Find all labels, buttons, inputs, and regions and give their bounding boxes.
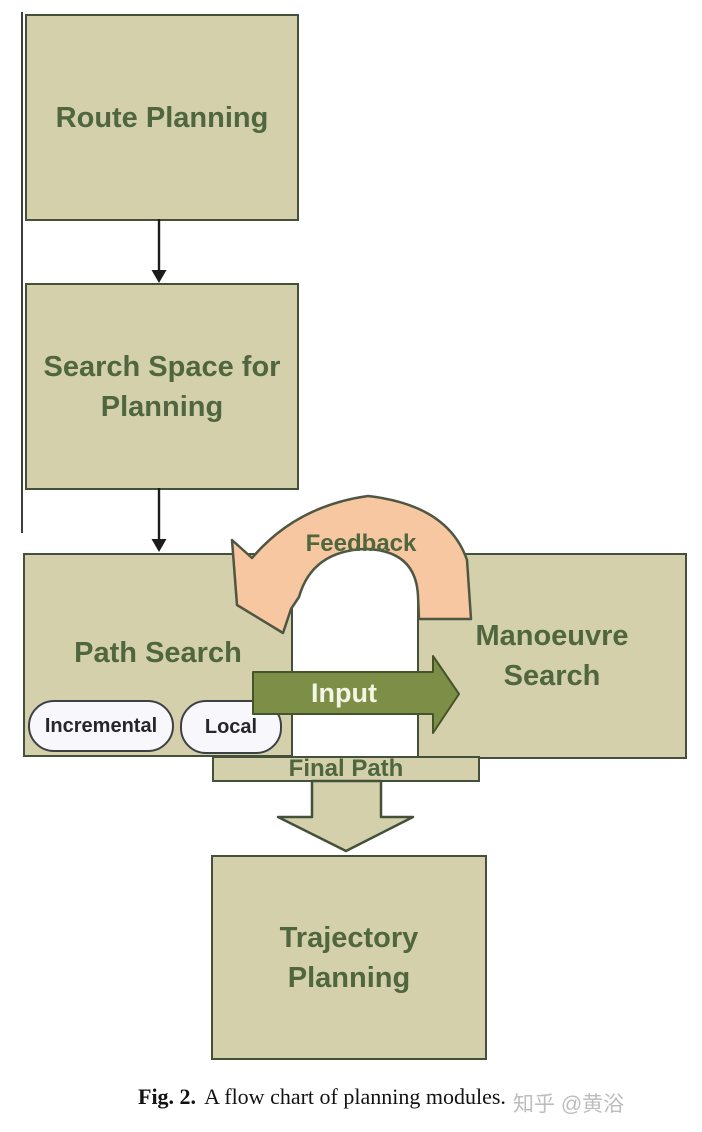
badge-local-label: Local xyxy=(204,715,258,738)
node-manoeuvre-search: Manoeuvre Search xyxy=(417,553,687,759)
final-path-label: Final Path xyxy=(288,755,404,782)
final-path-bar: Final Path xyxy=(212,755,480,782)
badge-incremental-label: Incremental xyxy=(44,714,158,737)
node-trajectory-planning-line2: Planning xyxy=(287,961,411,994)
node-trajectory-planning: Trajectory Planning xyxy=(211,855,487,1060)
node-search-space: Search Space for Planning xyxy=(25,283,299,490)
figure-caption: Fig. 2. A flow chart of planning modules. xyxy=(138,1084,506,1110)
feedback-label: Feedback xyxy=(305,530,417,557)
node-path-search-label: Path Search xyxy=(74,637,242,669)
badge-incremental: Incremental xyxy=(28,700,174,752)
connector-arrow-space-to-path-icon xyxy=(151,488,167,552)
node-route-planning: Route Planning xyxy=(25,14,299,221)
node-manoeuvre-search-line1: Manoeuvre xyxy=(475,620,629,652)
page-rule-line xyxy=(21,12,23,533)
watermark-zhihu: 知乎 @黄浴 xyxy=(513,1093,625,1116)
figure-caption-number: Fig. 2. xyxy=(138,1084,197,1109)
figure-caption-text: A flow chart of planning modules. xyxy=(204,1084,506,1109)
input-label: Input xyxy=(311,677,377,708)
connector-arrow-route-to-space-icon xyxy=(151,219,167,283)
node-search-space-line2: Planning xyxy=(100,390,224,423)
final-path-arrow xyxy=(276,779,415,853)
node-manoeuvre-search-line2: Search xyxy=(503,660,601,692)
node-route-planning-label: Route Planning xyxy=(55,101,269,134)
node-trajectory-planning-line1: Trajectory xyxy=(279,921,419,954)
node-search-space-line1: Search Space for xyxy=(43,350,281,383)
